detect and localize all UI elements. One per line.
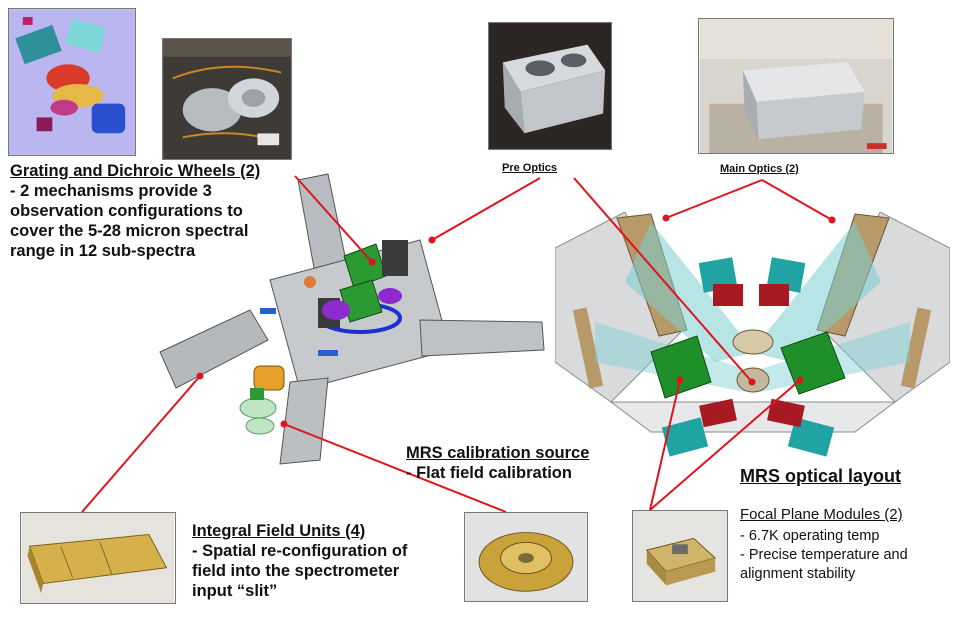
- grating-title: Grating and Dichroic Wheels (2): [10, 162, 261, 180]
- ifu-photo: [20, 512, 176, 604]
- main-optics-photo: [698, 18, 894, 154]
- fpm-callout: Focal Plane Modules (2) - 6.7K operating…: [740, 506, 952, 584]
- calibration-line: - Flat field calibration: [406, 464, 572, 482]
- calibration-source-photo: [464, 512, 588, 602]
- grating-line-3: cover the 5-28 micron spectral: [10, 222, 249, 240]
- calibration-callout: MRS calibration source - Flat field cali…: [406, 444, 646, 483]
- grating-line-2: observation configurations to: [10, 202, 243, 220]
- calibration-title: MRS calibration source: [406, 444, 590, 462]
- ifu-title: Integral Field Units (4): [192, 522, 366, 540]
- pre-optics-label: Pre Optics: [502, 162, 558, 174]
- grating-line-1: - 2 mechanisms provide 3: [10, 182, 212, 200]
- fpm-title: Focal Plane Modules (2): [740, 506, 903, 523]
- fpm-line-1: - 6.7K operating temp: [740, 528, 880, 544]
- grating-line-4: range in 12 sub-spectra: [10, 242, 196, 260]
- fpm-line-2: - Precise temperature and: [740, 547, 908, 563]
- pre-optics-photo: [488, 22, 612, 150]
- main-optics-label: Main Optics (2): [720, 163, 799, 175]
- optical-layout-title: MRS optical layout: [740, 466, 902, 486]
- ifu-line-1: - Spatial re-configuration of: [192, 542, 408, 560]
- mechanism-lab-photo: [162, 38, 292, 160]
- mrs-optical-layout-render: [554, 211, 951, 472]
- ifu-line-2: field into the spectrometer: [192, 562, 400, 580]
- fpm-line-3: alignment stability: [740, 566, 856, 582]
- cad-wheel-render-photo: [8, 8, 136, 156]
- grating-callout: Grating and Dichroic Wheels (2) - 2 mech…: [10, 162, 310, 261]
- focal-plane-module-photo: [632, 510, 728, 602]
- ifu-line-3: input “slit”: [192, 582, 278, 600]
- ifu-callout: Integral Field Units (4) - Spatial re-co…: [192, 522, 452, 601]
